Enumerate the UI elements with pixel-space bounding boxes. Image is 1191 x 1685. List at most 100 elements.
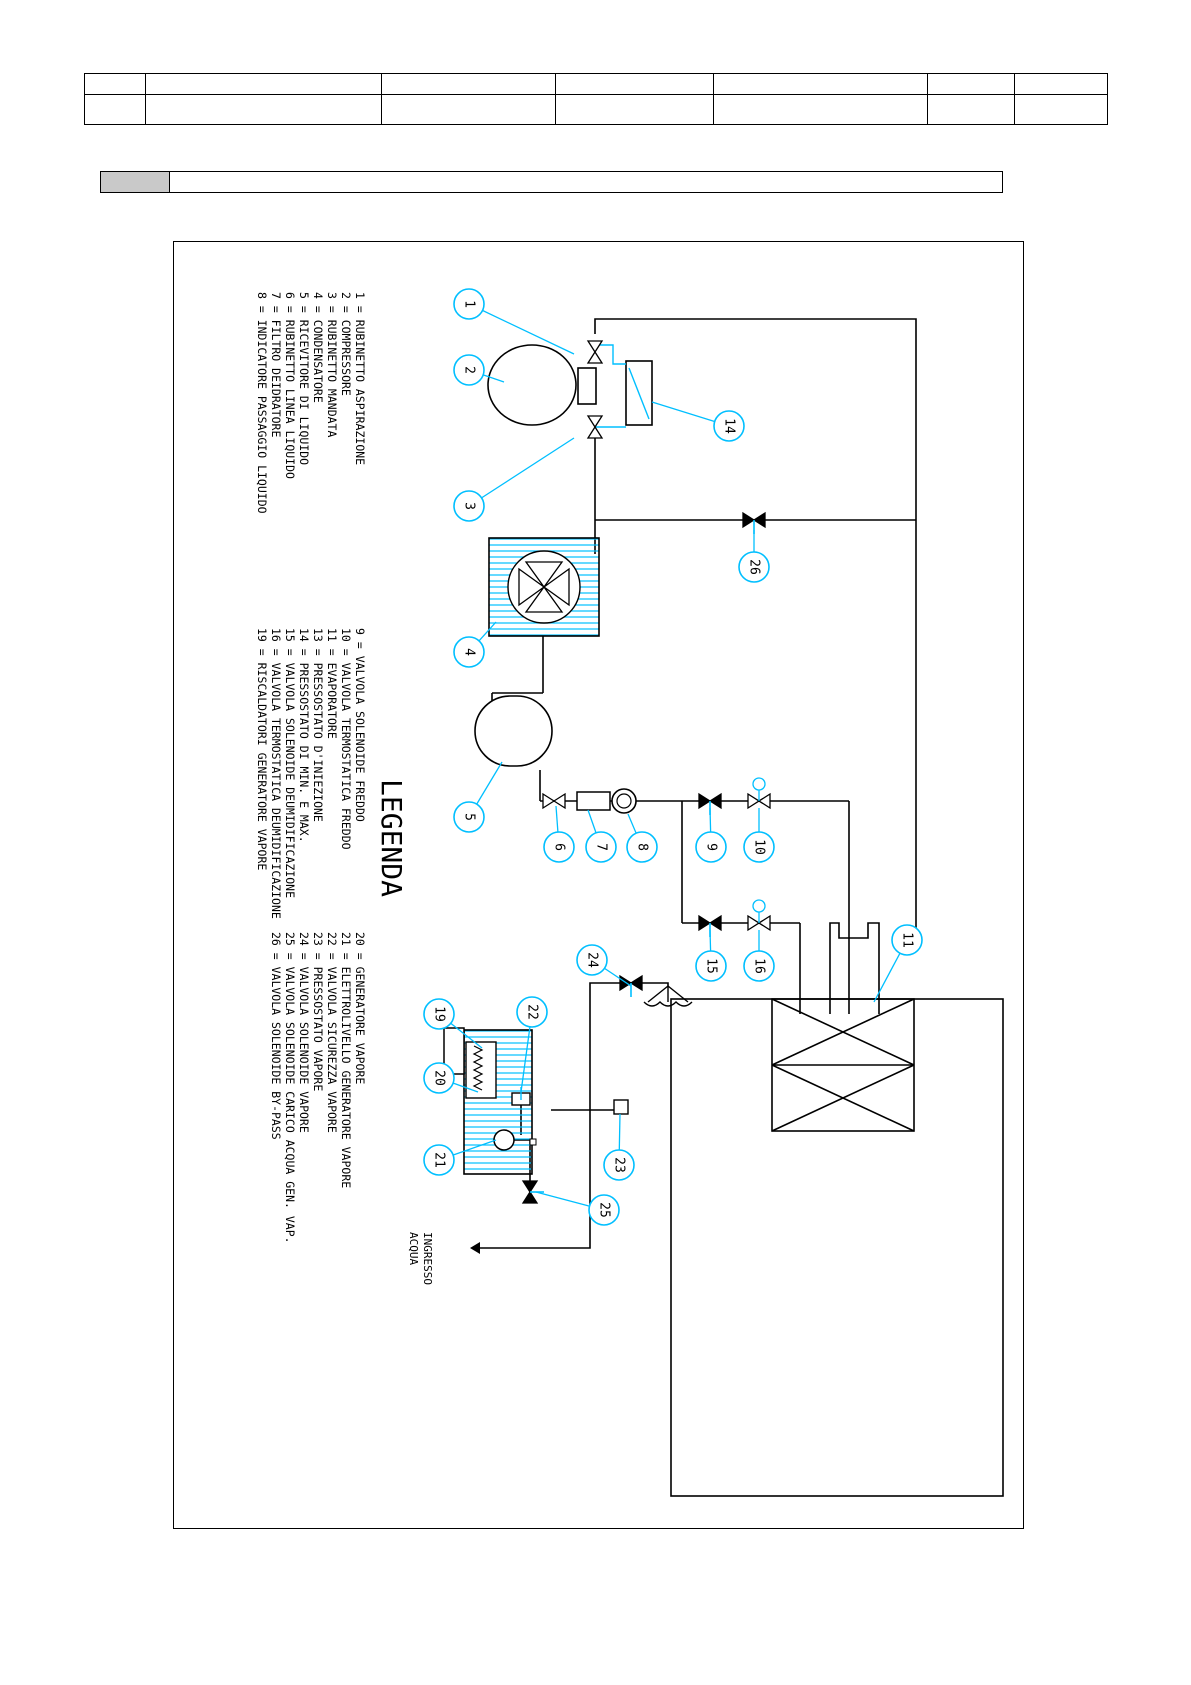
valve-steam bbox=[619, 974, 643, 997]
callout-number: 11 bbox=[900, 932, 915, 948]
cold-room bbox=[670, 998, 1004, 1497]
callout-9: 9 bbox=[695, 807, 727, 863]
title-tab bbox=[101, 172, 170, 192]
legend-entry: 13 = PRESSOSTATO D'INIEZIONE bbox=[311, 628, 325, 822]
legend-entry: 25 = VALVOLA SOLENOIDE CARICO ACQUA GEN.… bbox=[283, 932, 297, 1244]
callout-25: 25 bbox=[535, 1191, 620, 1226]
pipe-evap-taps bbox=[829, 922, 880, 1014]
callout-8: 8 bbox=[626, 813, 658, 863]
header-table bbox=[84, 73, 1108, 125]
title-bar bbox=[100, 171, 1003, 193]
callout-21: 21 bbox=[423, 1139, 497, 1176]
valves bbox=[521, 340, 771, 1204]
callout-number: 2 bbox=[462, 366, 477, 374]
legend-entry: 3 = RUBINETTO MANDATA bbox=[325, 292, 339, 437]
valve-thermo-cold bbox=[747, 777, 771, 810]
legend-entry: 7 = FILTRO DEIDRATORE bbox=[269, 292, 283, 437]
callout-7: 7 bbox=[585, 809, 617, 863]
callout-number: 22 bbox=[525, 1004, 540, 1020]
steam-pressure-switch bbox=[613, 1099, 629, 1115]
legend-entry: 15 = VALVOLA SOLENOIDE DEUMIDIFICAZIONE bbox=[283, 628, 297, 898]
legend-entry: 21 = ELETTROLIVELLO GENERATORE VAPORE bbox=[339, 932, 353, 1188]
legend-entry: 8 = INDICATORE PASSAGGIO LIQUIDO bbox=[255, 292, 269, 514]
callout-22: 22 bbox=[516, 996, 548, 1093]
callout-number: 20 bbox=[432, 1070, 447, 1086]
callout-number: 3 bbox=[462, 502, 477, 510]
callout-number: 9 bbox=[704, 843, 719, 851]
valve-water-load bbox=[521, 1180, 544, 1204]
legend-entry: 4 = CONDENSATORE bbox=[311, 292, 325, 403]
legend-entry: 26 = VALVOLA SOLENOIDE BY-PASS bbox=[269, 932, 283, 1140]
legend-entry: 5 = RICEVITORE DI LIQUIDO bbox=[297, 292, 311, 465]
liquid-receiver bbox=[474, 695, 553, 767]
callout-number: 4 bbox=[462, 648, 477, 656]
callout-number: 14 bbox=[722, 418, 737, 434]
callout-number: 24 bbox=[585, 952, 600, 968]
water-inlet-line1: INGRESSO bbox=[421, 1232, 434, 1285]
pipe-steam bbox=[551, 982, 669, 1111]
valve-liquid-line bbox=[542, 792, 566, 810]
callout-19: 19 bbox=[423, 998, 483, 1049]
legend-entry: 10 = VALVOLA TERMOSTATICA FREDDO bbox=[339, 628, 353, 850]
pressure-switch bbox=[595, 344, 653, 428]
callout-number: 10 bbox=[752, 839, 767, 855]
callout-3: 3 bbox=[453, 437, 575, 522]
pipe-steam-2 bbox=[480, 1110, 591, 1249]
legend-entry: 19 = RISCALDATORI GENERATORE VAPORE bbox=[255, 628, 269, 870]
legend-entry: 14 = PRESSOSTATO DI MIN. E MAX. bbox=[297, 628, 311, 843]
valve-bypass bbox=[742, 511, 766, 534]
callout-20: 20 bbox=[423, 1062, 479, 1094]
pipe-suction bbox=[594, 318, 917, 944]
callout-11: 11 bbox=[873, 924, 923, 1003]
callout-16: 16 bbox=[743, 930, 775, 982]
callout-26: 26 bbox=[738, 530, 770, 583]
callout-number: 19 bbox=[432, 1006, 447, 1022]
callout-number: 6 bbox=[552, 843, 567, 851]
condenser bbox=[488, 537, 600, 637]
legend-entry: 22 = VALVOLA SICUREZZA VAPORE bbox=[325, 932, 339, 1133]
filter-dryer bbox=[576, 791, 611, 811]
legend-entry: 16 = VALVOLA TERMOSTATICA DEUMIDIFICAZIO… bbox=[269, 628, 283, 919]
callout-number: 8 bbox=[635, 843, 650, 851]
callout-number: 1 bbox=[462, 300, 477, 308]
callout-number: 5 bbox=[462, 813, 477, 821]
evaporator bbox=[771, 998, 915, 1132]
callout-5: 5 bbox=[453, 761, 503, 833]
callout-number: 15 bbox=[704, 958, 719, 974]
callout-23: 23 bbox=[603, 1113, 635, 1181]
callout-14: 14 bbox=[651, 401, 745, 442]
callout-2: 2 bbox=[453, 354, 505, 386]
callout-4: 4 bbox=[453, 621, 497, 668]
legend-entry: 23 = PRESSOSTATO VAPORE bbox=[311, 932, 325, 1091]
valve-discharge bbox=[586, 415, 604, 439]
callout-number: 26 bbox=[747, 559, 762, 575]
legend-entry: 24 = VALVOLA SOLENOIDE VAPORE bbox=[297, 932, 311, 1133]
legend-entry: 6 = RUBINETTO LINEA LIQUIDO bbox=[283, 292, 297, 479]
callout-number: 7 bbox=[594, 843, 609, 851]
valve-thermo-dehum bbox=[747, 899, 771, 932]
callout-24: 24 bbox=[576, 944, 632, 987]
legend-entry: 2 = COMPRESSORE bbox=[339, 292, 353, 396]
legend-title: LEGENDA bbox=[375, 779, 408, 897]
legend-entry: 20 = GENERATORE VAPORE bbox=[353, 932, 367, 1084]
legend-entry: 1 = RUBINETTO ASPIRAZIONE bbox=[353, 292, 367, 465]
legend-entry: 9 = VALVOLA SOLENOIDE FREDDO bbox=[353, 628, 367, 822]
callout-number: 25 bbox=[597, 1202, 612, 1218]
callout-number: 21 bbox=[432, 1152, 447, 1168]
callout-6: 6 bbox=[543, 805, 575, 863]
callout-number: 16 bbox=[752, 958, 767, 974]
callout-1: 1 bbox=[453, 288, 575, 355]
valve-suction bbox=[586, 340, 604, 364]
compressor bbox=[487, 344, 597, 426]
steam-distributor bbox=[643, 985, 693, 1007]
sight-glass bbox=[611, 788, 637, 814]
steam-safety-valve bbox=[511, 1087, 531, 1106]
callout-15: 15 bbox=[695, 929, 727, 982]
